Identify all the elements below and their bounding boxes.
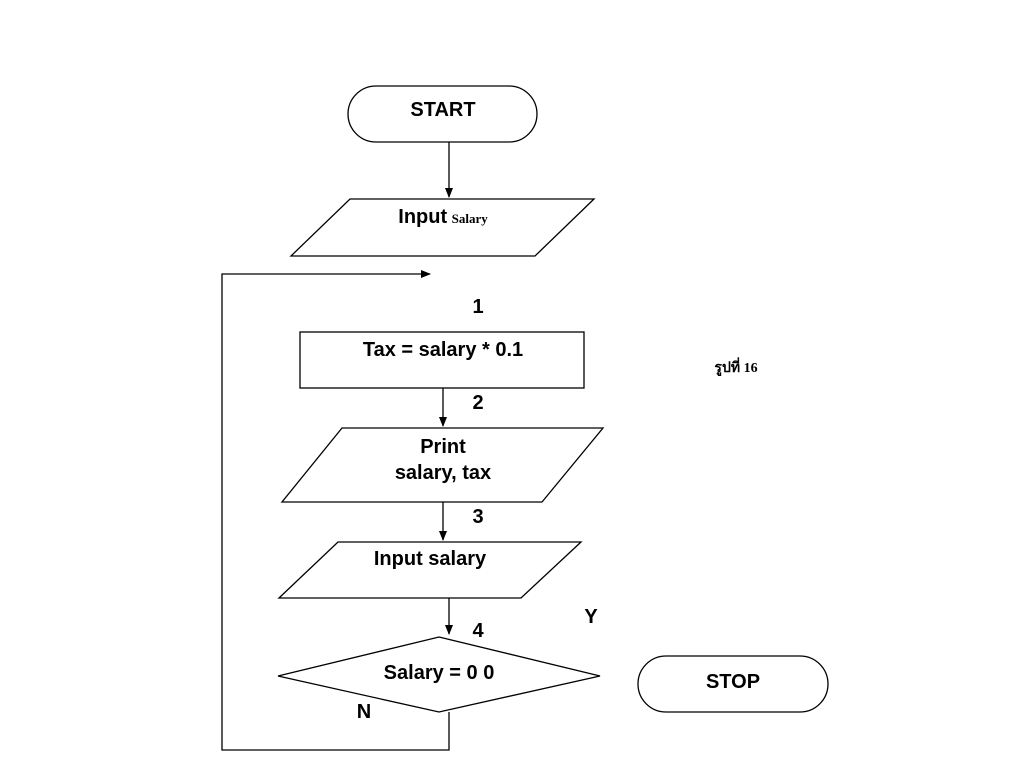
print-output-line2: salary, tax (394, 462, 492, 484)
figure-caption: รูปที่ 16 (714, 361, 758, 376)
start-terminator-shape (347, 85, 538, 143)
decision-label: Salary = 0 0 (383, 662, 495, 684)
stop-terminator-shape (637, 655, 829, 713)
input-salary-loop-label: Input salary (373, 548, 487, 570)
print-output-shape (280, 427, 605, 503)
tax-process-label: Tax = salary * 0.1 (362, 339, 524, 361)
print-output-line1: Print (420, 436, 466, 458)
step-marker-3: 3 (472, 506, 484, 528)
decision-yes-label: Y (584, 606, 598, 628)
tax-process-shape (299, 331, 585, 389)
input-salary-top-text: Input Salary (398, 207, 487, 227)
stop-label: STOP (705, 671, 761, 693)
step-marker-1: 1 (472, 296, 484, 318)
start-label: START (410, 99, 476, 121)
input-salary-loop-shape (277, 541, 583, 599)
input-salary-top-variable: Salary (451, 211, 488, 226)
loop-back-line (221, 270, 450, 751)
decision-no-label: N (356, 701, 372, 723)
decision-shape (277, 636, 601, 713)
step-marker-2: 2 (472, 392, 484, 414)
input-salary-top-shape (289, 198, 596, 257)
step-marker-4: 4 (472, 620, 484, 642)
input-salary-top-label: Input (398, 206, 448, 228)
